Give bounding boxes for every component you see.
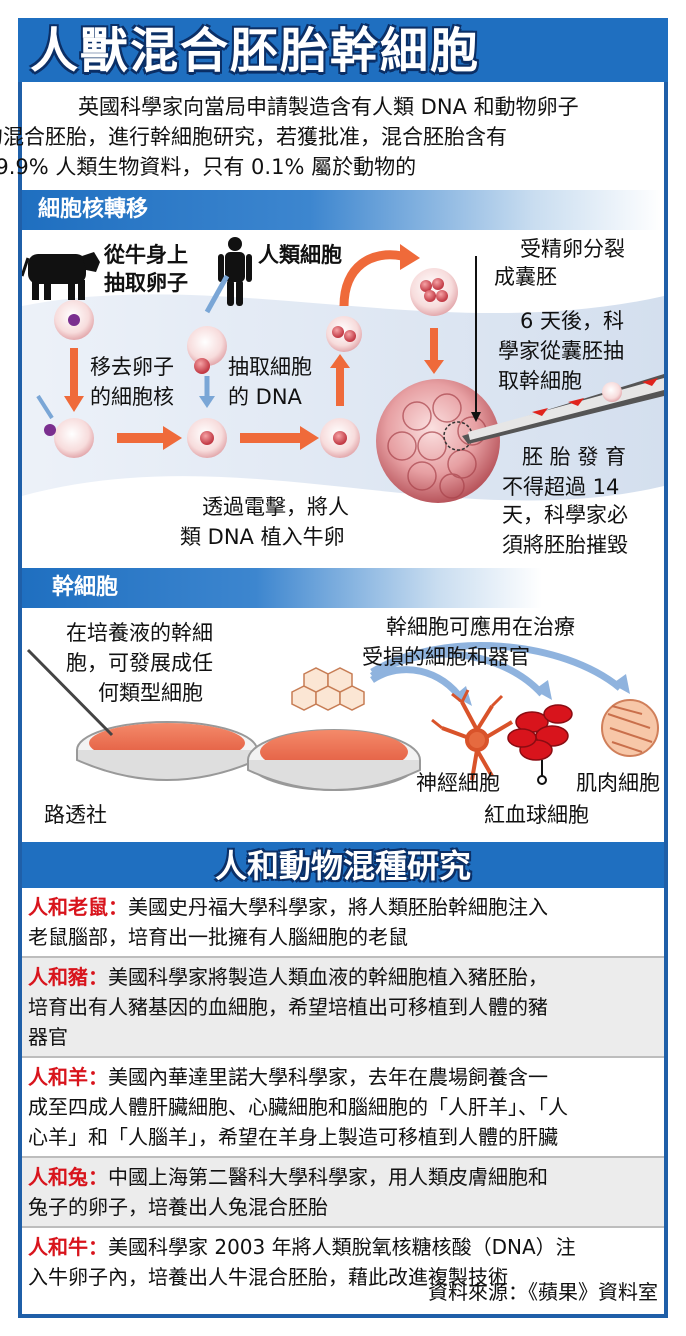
mixed-research-title: 人和動物混種研究 <box>214 847 471 885</box>
label-destroy-line3: 天，科學家必 <box>502 503 628 527</box>
row-head: 人和豬： <box>28 965 108 989</box>
human-icon <box>218 237 252 306</box>
section-title-stem-cells: 幹細胞 <box>52 575 119 600</box>
mixed-research-header: 人和動物混種研究 <box>22 842 664 888</box>
treatment-arrows <box>369 642 623 703</box>
red-blood-cell-icon <box>507 704 573 761</box>
label-extract-stem-line3: 取幹細胞 <box>498 369 582 393</box>
diagram-graphics <box>20 237 664 503</box>
label-use-line2: 受損的細胞和器官 <box>362 645 530 669</box>
curved-arrow <box>339 250 403 307</box>
label-from-cow-line2: 抽取卵子 <box>104 271 188 295</box>
dividing-cell <box>326 316 362 352</box>
label-remove-nucleus-line2: 的細胞核 <box>90 385 174 409</box>
stem-graphics <box>26 642 659 791</box>
label-culture-line2: 胞，可發展成任 <box>66 651 213 675</box>
label-use-line1: 幹細胞可應用在治療 <box>386 615 575 639</box>
label-extract-dna-line2: 的 DNA <box>228 385 302 409</box>
stem-cell-diagram: 在培養液的幹細 胞，可發展成任 何類型細胞 幹細胞可應用在治療 受損的細胞和器官… <box>22 610 664 840</box>
list-item-rabbit: 人和兔：中國上海第二醫科大學科學家，用人類皮膚細胞和兔子的卵子，培養出人兔混合胚… <box>22 1158 664 1228</box>
label-remove-nucleus-line1: 移去卵子 <box>90 355 174 379</box>
intro-line: 英國科學家向當局申請製造含有人類 DNA 和動物卵子的混合胚胎，進行幹細胞研究，… <box>0 95 579 179</box>
pipette-line <box>26 648 114 737</box>
muscle-cell-icon <box>601 699 659 757</box>
label-muscle-cell: 肌肉細胞 <box>576 771 660 795</box>
list-item-mouse: 人和老鼠：美國史丹福大學科學家，將人類胚胎幹細胞注入老鼠腦部，培育出一批擁有人腦… <box>22 888 664 958</box>
pipette-needle <box>462 374 664 444</box>
row-head: 人和老鼠： <box>28 895 128 919</box>
human-dna <box>194 358 210 374</box>
blastocyst <box>376 379 500 503</box>
source-note: 資料來源：《蘋果》資料室 <box>428 1280 658 1304</box>
label-extract-stem-line1: 6 天後，科 <box>520 309 625 333</box>
label-destroy-line4: 須將胚胎摧毀 <box>502 533 628 557</box>
enucleated-egg <box>54 418 94 458</box>
label-blastocyst-line2: 成囊胚 <box>494 265 557 289</box>
section-band-nuclear-transfer: 細胞核轉移 <box>22 190 662 230</box>
intro-text: 英國科學家向當局申請製造含有人類 DNA 和動物卵子的混合胚胎，進行幹細胞研究，… <box>0 92 658 182</box>
nuclear-transfer-diagram: 從牛身上 抽取卵子 人類細胞 移去卵子 的細胞核 抽取細胞 的 DNA 透過電擊… <box>20 236 664 566</box>
label-destroy-line2: 不得超過 14 <box>502 475 620 499</box>
egg-nucleus <box>68 314 80 326</box>
label-electric-shock-line1: 透過電擊，將人 <box>202 495 349 519</box>
human-cell <box>187 326 227 366</box>
page-title: 人獸混合胚胎幹細胞 <box>30 23 481 79</box>
arrow-to-zygote <box>240 426 319 450</box>
section-band-stem-cells: 幹細胞 <box>22 568 542 608</box>
label-extract-dna-line1: 抽取細胞 <box>228 355 312 379</box>
label-electric-shock-line2: 類 DNA 植入牛卵 <box>180 525 345 549</box>
label-destroy-line1: 胚 胎 發 育 <box>522 445 627 469</box>
petri-dish-right <box>247 729 421 791</box>
list-item-sheep: 人和羊：美國內華達里諾大學科學家，去年在農場飼養含一成至四成人體肝臟細胞、心臟細… <box>22 1058 664 1158</box>
mixed-research-list: 人和老鼠：美國史丹福大學科學家，將人類胚胎幹細胞注入老鼠腦部，培育出一批擁有人腦… <box>22 888 664 1296</box>
label-nerve-cell: 神經細胞 <box>416 771 500 795</box>
cow-icon <box>20 252 100 300</box>
removed-nucleus <box>44 424 56 436</box>
human-to-cell-arrow <box>204 274 230 314</box>
row-head: 人和羊： <box>28 1065 108 1089</box>
label-from-cow-line1: 從牛身上 <box>104 243 188 267</box>
infographic-frame <box>18 18 668 1318</box>
label-red-blood-cell: 紅血球細胞 <box>484 803 589 827</box>
label-culture-line1: 在培養液的幹細 <box>66 621 213 645</box>
petri-dish-left <box>76 721 258 781</box>
label-human-cell: 人類細胞 <box>258 243 342 267</box>
stem-cell-cluster <box>291 667 365 711</box>
list-item-pig: 人和豬：美國科學家將製造人類血液的幹細胞植入豬胚胎，培育出有人豬基因的血細胞，希… <box>22 958 664 1058</box>
extracted-stem-cells <box>602 382 622 402</box>
nerve-cell-icon <box>431 689 514 781</box>
label-extract-stem-line2: 學家從囊胚抽 <box>498 339 624 363</box>
image-credit: 路透社 <box>44 803 107 827</box>
section-title-nuclear-transfer: 細胞核轉移 <box>38 197 149 222</box>
row-head: 人和兔： <box>28 1165 108 1189</box>
label-blastocyst-line1: 受精卵分裂 <box>520 237 625 261</box>
arrow-to-fusion <box>117 426 182 450</box>
list-item-cow: 人和牛：美國科學家 2003 年將人類脫氧核糖核酸（DNA）注入牛卵子內，培養出… <box>28 1235 576 1289</box>
row-head: 人和牛： <box>28 1235 108 1259</box>
title-bar <box>18 18 668 82</box>
label-culture-line3: 何類型細胞 <box>98 681 203 705</box>
